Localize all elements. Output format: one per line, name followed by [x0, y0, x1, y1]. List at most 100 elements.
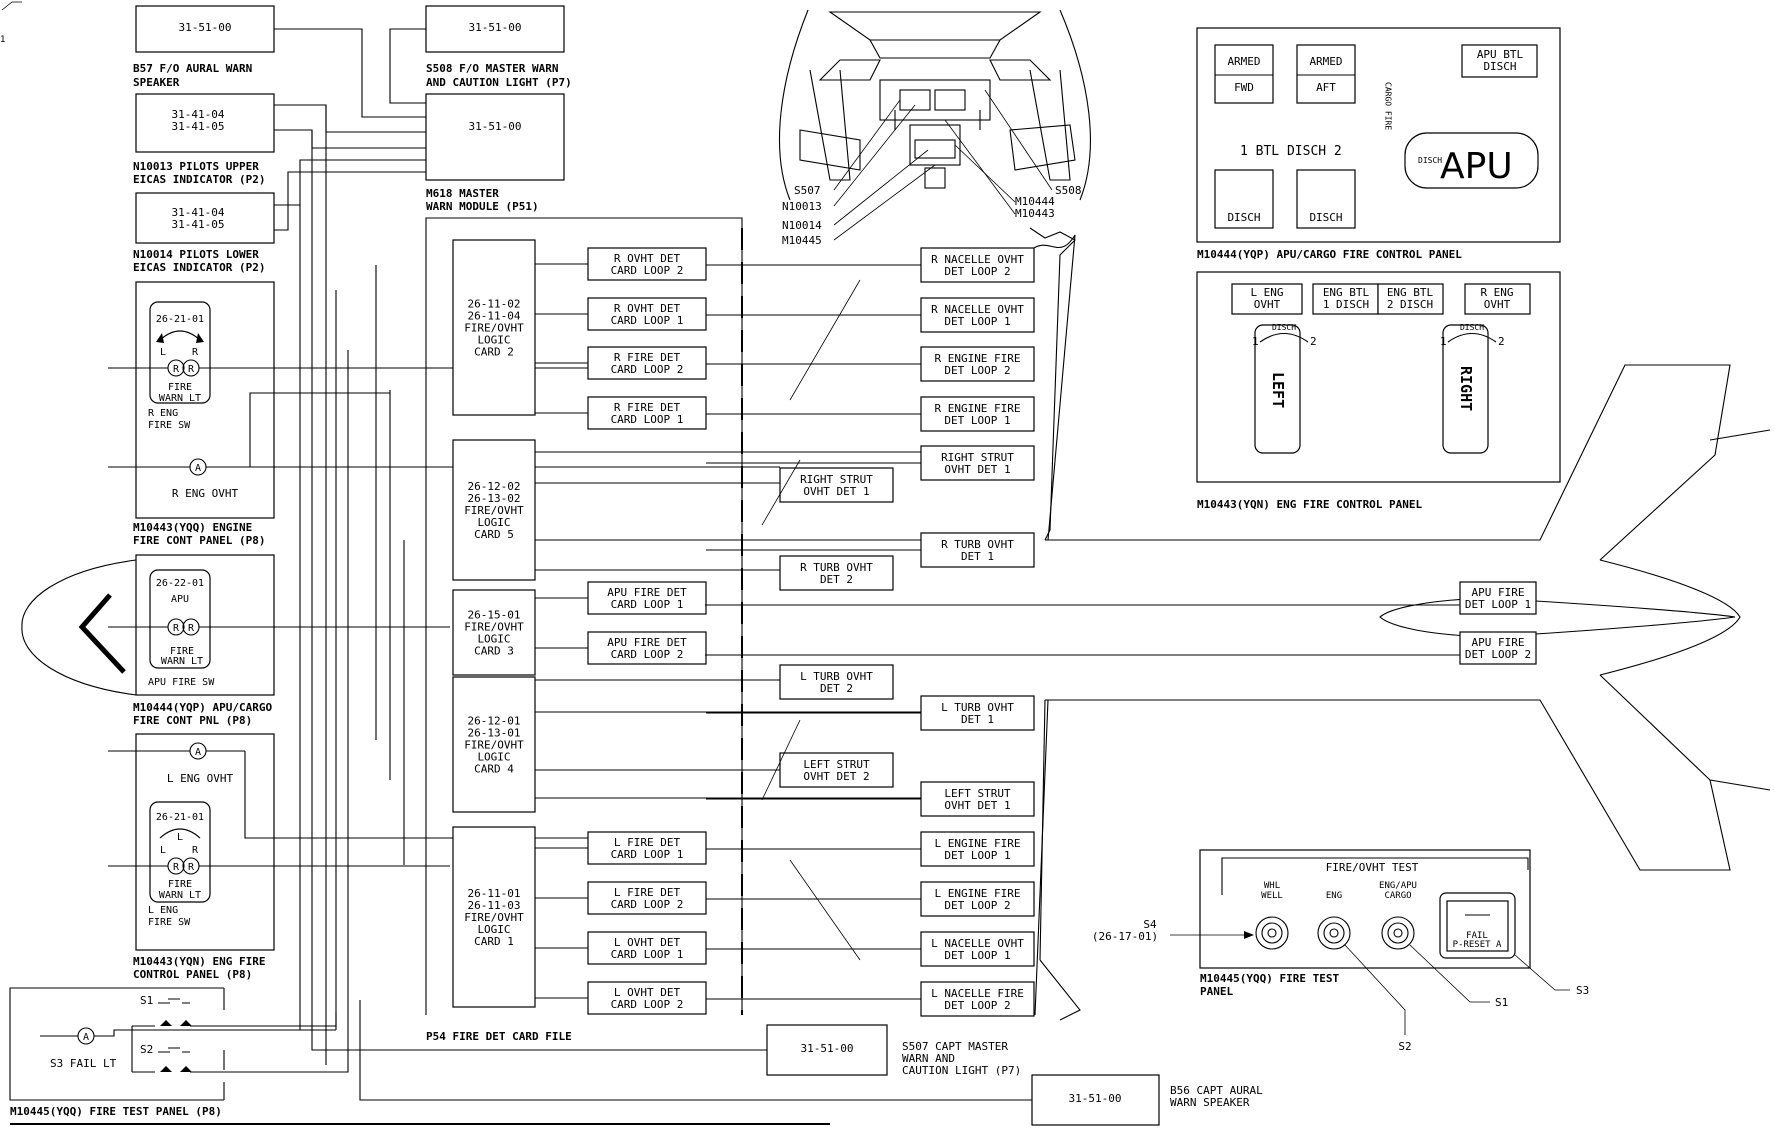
eng-fire-control-panel: L ENG OVHT ENG BTL 1 DISCH ENG BTL 2 DIS…: [1196, 271, 1561, 511]
card-output-box-text: APU FIRE DET: [607, 636, 687, 649]
l-panel-label: CONTROL PANEL (P8): [133, 968, 252, 981]
pos-1: 1: [1440, 335, 1447, 348]
logic-card-text: CARD 2: [474, 346, 514, 359]
detector-box-text: OVHT DET 1: [944, 463, 1010, 476]
fail-reset-button[interactable]: [1446, 900, 1509, 952]
fail-label: P-RESET A: [1453, 940, 1502, 950]
btl-disch-label: 1 BTL DISCH 2: [1240, 144, 1342, 159]
cargo-fire-label: CARGO FIRE: [1384, 82, 1393, 130]
logic-card-text: CARD 5: [474, 528, 514, 541]
card-output-box-text: CARD LOOP 2: [611, 363, 684, 376]
m618-label: M618 MASTER: [426, 187, 499, 200]
lamp-letter: R: [173, 862, 180, 873]
logic-card-text: LOGIC: [477, 923, 510, 936]
card-output-box-text: APU FIRE DET: [607, 586, 687, 599]
r-eng-sw-label: FIRE SW: [148, 420, 191, 431]
b57-label: B57 F/O AURAL WARN: [133, 62, 252, 75]
logic-card-text: LOGIC: [477, 334, 510, 347]
pos-2: 2: [1310, 335, 1317, 348]
fire-lt-label: FIRE: [168, 879, 192, 890]
s1-label: S1: [1495, 996, 1508, 1009]
callout-m10445: M10445: [782, 234, 822, 247]
card-output-box-text: L OVHT DET: [614, 936, 681, 949]
eng-apu-label: CARGO: [1384, 891, 1411, 901]
s508-label: AND CAUTION LIGHT (P7): [426, 76, 572, 89]
btl-disch-1-button[interactable]: [1214, 169, 1274, 229]
callout-s507: S507: [794, 184, 821, 197]
card-output-box-text: CARD LOOP 1: [611, 314, 684, 327]
whl-well-test-switch[interactable]: [1255, 916, 1289, 950]
btl-disch-2-button[interactable]: [1296, 169, 1356, 229]
apu-nose-outline: [21, 559, 137, 696]
eng-btl-2-label: 2 DISCH: [1387, 298, 1433, 311]
test-title: FIRE/OVHT TEST: [1326, 861, 1419, 874]
right-fire-handle[interactable]: [1442, 324, 1489, 454]
armed-fwd-button[interactable]: [1214, 44, 1274, 104]
card-output-box-text: R FIRE DET: [614, 351, 681, 364]
r-panel-label: M10443(YQQ) ENGINE: [133, 521, 252, 534]
apu-detector-label: DET LOOP 1: [1465, 598, 1531, 611]
switch-arc-icon: [159, 828, 201, 839]
apu-big-label: APU: [1440, 146, 1513, 187]
apu-long-wiring: [705, 604, 1460, 656]
detector-box-text: R ENGINE FIRE: [934, 352, 1020, 365]
strut-box-text: OVHT DET 1: [803, 485, 869, 498]
switch-l: L: [177, 832, 183, 843]
sheet-mark: 1: [0, 35, 5, 45]
eng-btl-2-button[interactable]: [1377, 283, 1444, 315]
armed-aft-button[interactable]: [1296, 44, 1356, 104]
apu-disch-small: DISCH: [1418, 156, 1442, 165]
switch-icon: [158, 998, 190, 1004]
switch-l: L: [160, 845, 166, 856]
left-fire-handle[interactable]: [1254, 324, 1301, 454]
m618-master-warn-module: 31-51-00 M618 MASTER WARN MODULE (P51): [425, 93, 565, 213]
l-eng-sw-label: L ENG: [148, 905, 178, 916]
armed-aft-label: AFT: [1316, 81, 1336, 94]
left-handle-label: LEFT: [1269, 372, 1287, 408]
detector-box-text: L NACELLE OVHT: [931, 937, 1024, 950]
detector-box-text: R NACELLE OVHT: [931, 253, 1024, 266]
logic-card-text: CARD 3: [474, 645, 514, 658]
s508-fo-master-warn: 31-51-00 S508 F/O MASTER WARN AND CAUTIO…: [425, 5, 572, 89]
detector-box-text: DET LOOP 2: [944, 364, 1010, 377]
eng-test-switch[interactable]: [1317, 916, 1351, 950]
l-eng-sw-label: FIRE SW: [148, 917, 191, 928]
eng-apu-cargo-test-switch[interactable]: [1381, 916, 1415, 950]
apu-detector-label: APU FIRE: [1472, 636, 1525, 649]
bus-wiring: [335, 265, 405, 1060]
lamp-letter: R: [188, 623, 195, 634]
disch-label: DISCH: [1227, 211, 1260, 224]
apu-fire-panel: 26-22-01 APU R R FIRE WARN LT APU FIRE S…: [21, 554, 275, 727]
callout-n10014: N10014: [782, 219, 822, 232]
ref-label: 31-41-04: [172, 206, 225, 219]
card-output-box-text: CARD LOOP 1: [611, 598, 684, 611]
eng-btl-1-button[interactable]: [1312, 283, 1379, 315]
apu-disch-handle[interactable]: [1404, 132, 1539, 189]
eng-btl-1-label: 1 DISCH: [1323, 298, 1369, 311]
lamp-letter: R: [173, 364, 180, 375]
logic-card-text: FIRE/OVHT: [464, 504, 524, 517]
eng-apu-label: ENG/APU: [1379, 881, 1417, 891]
fail-label: FAIL: [1466, 931, 1488, 941]
eng-btl-2-label: ENG BTL: [1387, 286, 1434, 299]
logic-card-text: 26-11-02: [468, 298, 521, 311]
fire-lt-label: WARN LT: [159, 890, 201, 901]
n10014-label: EICAS INDICATOR (P2): [133, 261, 265, 274]
